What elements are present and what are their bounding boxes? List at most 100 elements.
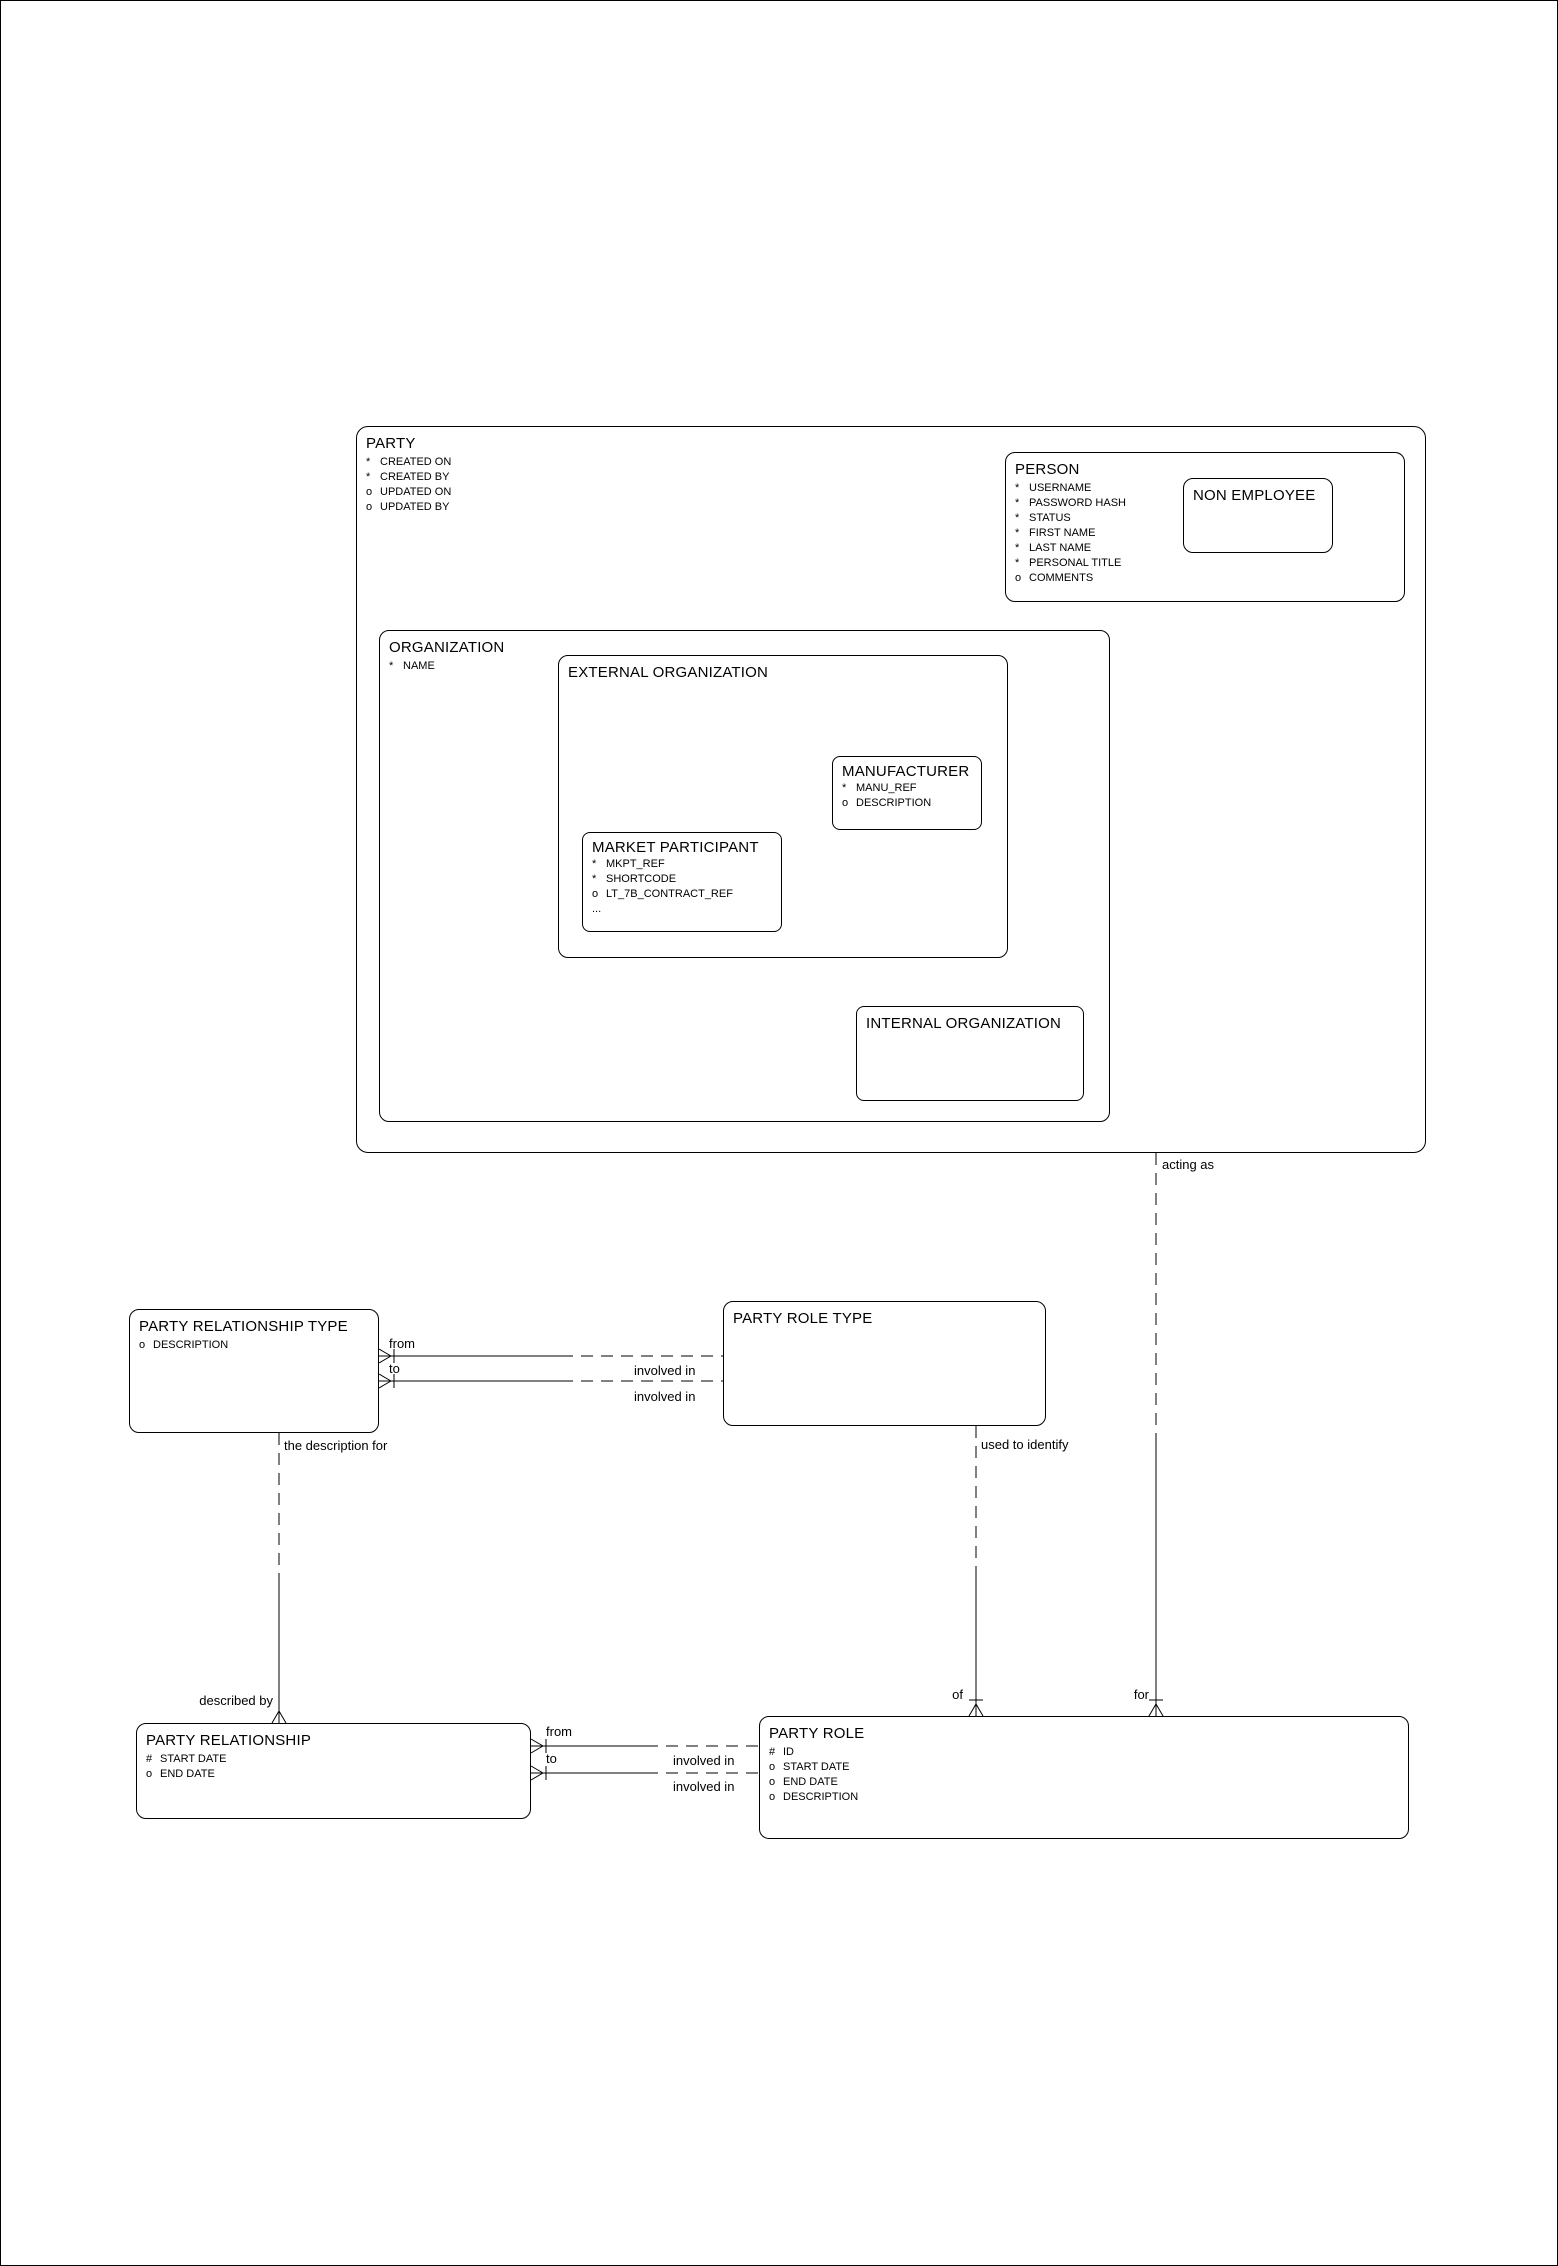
attribute-name: USERNAME	[1029, 482, 1092, 494]
line-used-to-identify-of	[968, 1426, 984, 1717]
attribute-optionality-marker: ...	[592, 903, 602, 915]
attribute-optionality-marker: #	[146, 1753, 153, 1765]
entity-title: INTERNAL ORGANIZATION	[866, 1015, 1062, 1032]
attribute-name: START DATE	[160, 1753, 227, 1765]
attribute-row: # START DATE	[146, 1752, 522, 1767]
attribute-optionality-marker: *	[1015, 482, 1020, 494]
attribute-optionality-marker: o	[366, 501, 373, 513]
attribute-optionality-marker: o	[146, 1768, 153, 1780]
attribute-list: * NAME	[380, 656, 1109, 674]
entity-party-role-type: PARTY ROLE TYPE	[723, 1301, 1046, 1426]
attribute-name: PASSWORD HASH	[1029, 497, 1126, 509]
attribute-name: MKPT_REF	[606, 858, 665, 870]
attribute-row: * CREATED ON	[366, 455, 1417, 470]
entity-title: PARTY	[366, 435, 416, 452]
entity-title: MARKET PARTICIPANT	[592, 839, 759, 856]
attribute-optionality-marker: *	[1015, 527, 1020, 539]
attribute-name: DESCRIPTION	[783, 1791, 859, 1803]
relationship-label-involved-in: involved in	[673, 1753, 735, 1768]
attribute-optionality-marker: o	[769, 1791, 776, 1803]
attribute-name: SHORTCODE	[606, 873, 677, 885]
attribute-row: * SHORTCODE	[592, 872, 773, 887]
attribute-optionality-marker: #	[769, 1746, 776, 1758]
attribute-name: END DATE	[783, 1776, 838, 1788]
attribute-name: NAME	[403, 660, 435, 672]
relationship-label-from: from	[546, 1724, 572, 1739]
entity-title: PARTY ROLE TYPE	[733, 1310, 873, 1327]
line-prtype-from-involved-in	[378, 1348, 723, 1364]
entity-title: PERSON	[1015, 461, 1080, 478]
attribute-optionality-marker: *	[1015, 542, 1020, 554]
attribute-row: * STATUS	[1015, 511, 1396, 526]
entity-internal-organization: INTERNAL ORGANIZATION	[856, 1006, 1084, 1101]
attribute-name: CREATED BY	[380, 471, 450, 483]
attribute-optionality-marker: *	[1015, 512, 1020, 524]
attribute-optionality-marker: *	[1015, 497, 1020, 509]
attribute-optionality-marker: *	[842, 782, 847, 794]
attribute-name: PERSONAL TITLE	[1029, 557, 1122, 569]
entity-title: NON EMPLOYEE	[1193, 487, 1316, 504]
attribute-row: * PASSWORD HASH	[1015, 496, 1396, 511]
attribute-name: FIRST NAME	[1029, 527, 1096, 539]
attribute-optionality-marker: *	[389, 660, 394, 672]
attribute-row: o UPDATED BY	[366, 500, 1417, 515]
attribute-name: START DATE	[783, 1761, 850, 1773]
relationship-label-involved-in: involved in	[634, 1363, 696, 1378]
attribute-optionality-marker: *	[366, 456, 371, 468]
entity-market-participant: MARKET PARTICIPANT * MKPT_REF * SHORTCODE …	[582, 832, 782, 932]
attribute-optionality-marker: o	[592, 888, 599, 900]
attribute-row: * USERNAME	[1015, 481, 1396, 496]
attribute-name: LT_7B_CONTRACT_REF	[606, 888, 733, 900]
entity-title: MANUFACTURER	[842, 763, 970, 780]
attribute-optionality-marker: o	[139, 1339, 146, 1351]
attribute-optionality-marker: o	[769, 1761, 776, 1773]
attribute-row: *CREATED BY	[366, 470, 1417, 485]
attribute-list: * USERNAME * PASSWORD HASH * STATUS * FIRST …	[1006, 478, 1404, 586]
attribute-row: * MKPT_REF	[592, 857, 773, 872]
line-acting-as-for	[1148, 1153, 1164, 1717]
relationship-label-the-description-for: the description for	[284, 1438, 388, 1453]
attribute-optionality-marker: *	[592, 858, 597, 870]
relationship-label-of: of	[952, 1687, 963, 1702]
attribute-list: * MKPT_REF * SHORTCODE o LT_7B_CONTRACT_REF…	[583, 856, 781, 917]
attribute-name: LAST NAME	[1029, 542, 1092, 554]
entity-person: PERSON * USERNAME * PASSWORD HASH * STATUS …	[1005, 452, 1405, 602]
entity-external-organization: EXTERNAL ORGANIZATION MANUFACTURER *MANU…	[558, 655, 1008, 958]
relationship-label-described-by: described by	[199, 1693, 273, 1708]
attribute-row: * FIRST NAME	[1015, 526, 1396, 541]
attribute-row: * PERSONAL TITLE	[1015, 556, 1396, 571]
entity-organization: ORGANIZATION *NAME EXTERNAL ORGANIZATION…	[379, 630, 1110, 1122]
attribute-optionality-marker: o	[769, 1776, 776, 1788]
line-description-for-described-by	[271, 1433, 287, 1724]
relationship-label-from: from	[389, 1336, 415, 1351]
relationship-label-for: for	[1133, 1687, 1149, 1702]
attribute-name: DESCRIPTION	[153, 1339, 229, 1351]
attribute-name: STATUS	[1029, 512, 1071, 524]
relationship-label-involved-in: involved in	[634, 1389, 696, 1404]
attribute-optionality-marker: *	[1015, 557, 1020, 569]
relationship-label-acting-as: acting as	[1162, 1157, 1215, 1172]
entity-title: EXTERNAL ORGANIZATION	[568, 664, 769, 681]
attribute-row: o LT_7B_CONTRACT_REF	[592, 887, 773, 902]
attribute-row: o DESCRIPTION	[139, 1338, 370, 1353]
attribute-name: UPDATED BY	[380, 501, 450, 513]
attribute-optionality-marker: o	[1015, 572, 1022, 584]
attribute-name: DESCRIPTION	[856, 797, 932, 809]
attribute-name: CREATED ON	[380, 456, 452, 468]
attribute-row: # ID	[769, 1745, 1400, 1760]
relationship-label-to: to	[546, 1751, 557, 1766]
attribute-optionality-marker: *	[592, 873, 597, 885]
attribute-name: ID	[783, 1746, 794, 1758]
